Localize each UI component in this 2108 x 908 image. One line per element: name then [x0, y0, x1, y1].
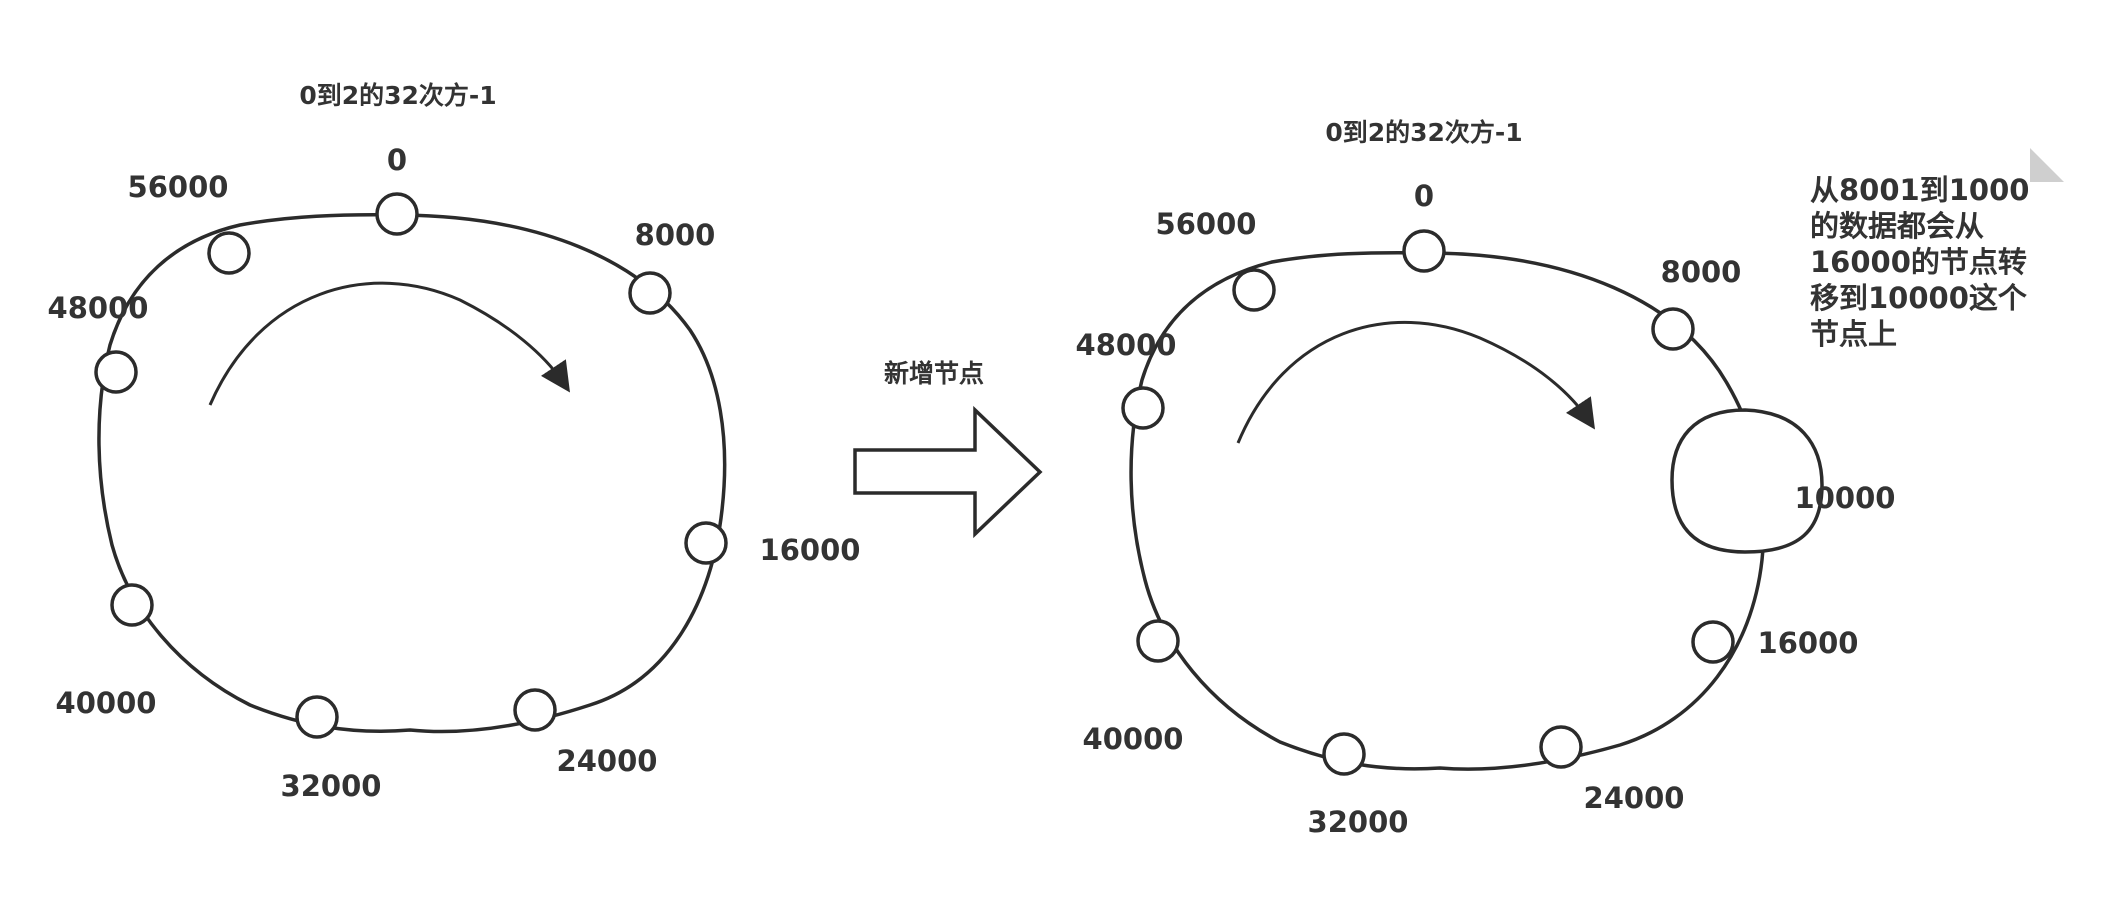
- right-node-40000: [1136, 619, 1180, 663]
- left-hash-ring-group: 0到2的32次方-1 0 8000 16000 24000 32000 4000…: [48, 81, 861, 803]
- right-hash-ring-group: 0到2的32次方-1 0 8000 10000 16000 24000 3200…: [1076, 118, 1896, 839]
- left-node-32000: [295, 695, 339, 739]
- left-node-40000: [110, 583, 154, 627]
- right-node-56000: [1232, 268, 1276, 312]
- left-node-16000: [684, 521, 728, 565]
- right-node-16000: [1691, 620, 1735, 664]
- right-label-56000: 56000: [1156, 207, 1257, 241]
- left-direction-arrow: [208, 281, 570, 406]
- add-node-transition: 新增节点: [853, 359, 1043, 539]
- right-node-32000: [1322, 732, 1366, 776]
- right-label-24000: 24000: [1584, 781, 1685, 815]
- left-label-32000: 32000: [281, 769, 382, 803]
- right-label-16000: 16000: [1758, 626, 1859, 660]
- right-ring-title: 0到2的32次方-1: [1325, 118, 1522, 147]
- transition-label: 新增节点: [884, 359, 984, 388]
- right-label-32000: 32000: [1308, 805, 1409, 839]
- right-label-8000: 8000: [1661, 255, 1742, 289]
- left-ring-title: 0到2的32次方-1: [299, 81, 496, 110]
- right-label-48000: 48000: [1076, 328, 1177, 362]
- right-node-8000: [1651, 307, 1695, 351]
- right-node-0: [1402, 229, 1446, 273]
- note-line-4: 移到10000这个: [1810, 281, 2028, 315]
- left-node-24000: [513, 688, 557, 732]
- left-label-48000: 48000: [48, 291, 149, 325]
- left-node-56000: [207, 231, 251, 275]
- left-label-40000: 40000: [56, 686, 157, 720]
- left-node-8000: [628, 271, 672, 315]
- right-direction-arrow: [1236, 320, 1595, 444]
- right-label-10000: 10000: [1795, 481, 1896, 515]
- left-label-0: 0: [387, 143, 407, 177]
- left-label-56000: 56000: [128, 170, 229, 204]
- right-label-0: 0: [1414, 179, 1434, 213]
- left-node-0: [375, 192, 419, 236]
- left-label-16000: 16000: [760, 533, 861, 567]
- left-label-8000: 8000: [635, 218, 716, 252]
- right-node-24000: [1539, 725, 1583, 769]
- note-line-1: 从8001到1000: [1810, 173, 2029, 207]
- right-label-40000: 40000: [1083, 722, 1184, 756]
- left-label-24000: 24000: [557, 744, 658, 778]
- note-line-2: 的数据都会从: [1810, 209, 1984, 243]
- migration-note: 从8001到1000 的数据都会从 16000的节点转 移到10000这个 节点…: [1810, 173, 2029, 351]
- folded-corner-icon: [2030, 148, 2064, 182]
- note-line-3: 16000的节点转: [1810, 245, 2027, 279]
- left-hash-ring: [97, 213, 727, 734]
- note-line-5: 节点上: [1810, 317, 1897, 351]
- right-node-48000: [1121, 386, 1165, 430]
- transition-arrow-icon: [853, 405, 1043, 539]
- left-node-48000: [94, 350, 138, 394]
- right-node-10000-new: [1670, 408, 1824, 554]
